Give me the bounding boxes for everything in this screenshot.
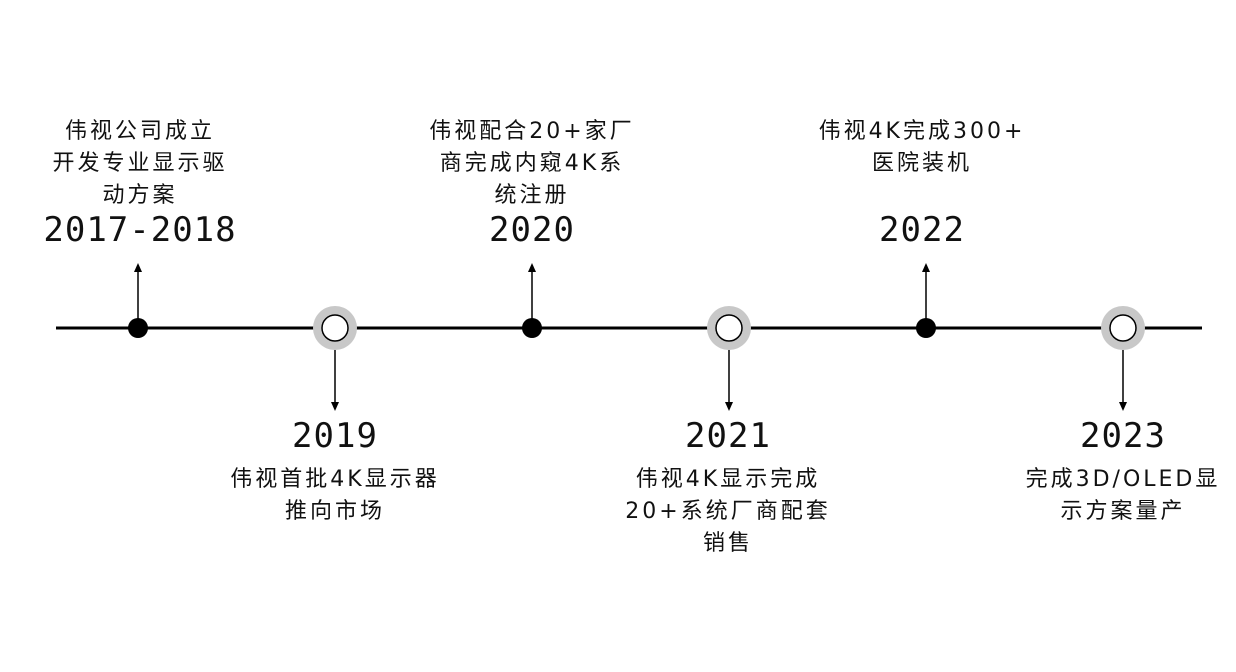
- event-description-2017-2018: 伟视公司成立 开发专业显示驱 动方案: [10, 116, 270, 212]
- event-description-line: 20+系统厂商配套: [625, 499, 831, 524]
- event-description-line: 伟视4K显示完成: [635, 467, 821, 492]
- event-description-2023: 完成3D/OLED显 示方案量产: [993, 464, 1236, 528]
- arrow-up-icon: [134, 263, 142, 272]
- event-description-line: 开发专业显示驱: [52, 151, 228, 176]
- arrow-up-icon: [528, 263, 536, 272]
- event-description-line: 医院装机: [871, 151, 972, 176]
- event-description-line: 完成3D/OLED显: [1025, 467, 1221, 492]
- timeline-ring-inner: [321, 314, 349, 342]
- event-description-2021: 伟视4K显示完成 20+系统厂商配套 销售: [598, 464, 858, 560]
- timeline-dot: [522, 318, 542, 338]
- event-description-line: 示方案量产: [1060, 499, 1186, 524]
- event-description-line: 推向市场: [284, 499, 385, 524]
- event-description-line: 统注册: [494, 183, 570, 208]
- arrow-down-icon: [725, 402, 733, 411]
- event-description-2022: 伟视4K完成300+ 医院装机: [792, 116, 1052, 180]
- event-description-line: 伟视首批4K显示器: [230, 467, 440, 492]
- event-description-line: 伟视公司成立: [64, 119, 215, 144]
- event-year-2021: 2021: [685, 416, 771, 456]
- arrow-up-icon: [922, 263, 930, 272]
- event-description-line: 销售: [702, 531, 753, 556]
- event-year-2020: 2020: [489, 210, 575, 250]
- event-description-line: 动方案: [102, 183, 178, 208]
- event-description-2020: 伟视配合20+家厂 商完成内窥4K系 统注册: [402, 116, 662, 212]
- event-description-line: 伟视4K完成300+: [818, 119, 1026, 144]
- timeline-ring-inner: [1109, 314, 1137, 342]
- arrow-down-icon: [331, 402, 339, 411]
- event-year-2017-2018: 2017-2018: [43, 210, 237, 250]
- timeline-dot: [916, 318, 936, 338]
- event-description-line: 商完成内窥4K系: [439, 151, 625, 176]
- event-year-2022: 2022: [879, 210, 965, 250]
- event-year-2023: 2023: [1080, 416, 1166, 456]
- event-description-line: 伟视配合20+家厂: [429, 119, 635, 144]
- arrow-down-icon: [1119, 402, 1127, 411]
- timeline-ring-inner: [715, 314, 743, 342]
- timeline-dot: [128, 318, 148, 338]
- event-description-2019: 伟视首批4K显示器 推向市场: [205, 464, 465, 528]
- event-year-2019: 2019: [292, 416, 378, 456]
